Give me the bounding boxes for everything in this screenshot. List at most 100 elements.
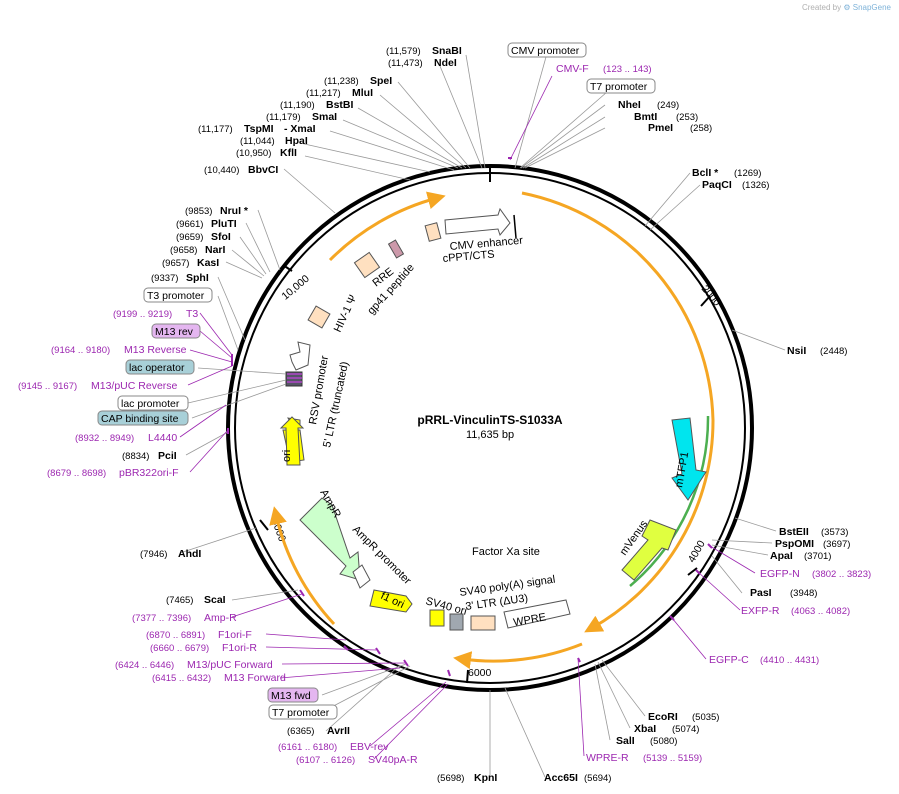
- primer-m13puc-forward: M13/pUC Forward: [187, 659, 273, 671]
- box-t3-promoter: [143, 287, 213, 303]
- enzyme-pos-spei: (11,238): [324, 76, 359, 87]
- enzyme-pos-scai: (7465): [166, 595, 193, 606]
- primer-pos-amp-r: (7377 .. 7396): [132, 613, 191, 624]
- enzyme-pos-pspomi: (3697): [823, 539, 850, 550]
- enzyme-kasi: KasI: [197, 257, 219, 269]
- primer-pos-f1ori-f: (6870 .. 6891): [146, 630, 205, 641]
- plasmid-size: 11,635 bp: [466, 429, 514, 441]
- primer-pos-egfp-n: (3802 .. 3823): [812, 569, 871, 580]
- enzyme-nsii: NsiI: [787, 345, 806, 357]
- cppt-box: [424, 222, 442, 242]
- primer-pos-l4440: (8932 .. 8949): [75, 433, 134, 444]
- primer-l4440: L4440: [148, 432, 177, 444]
- enzyme-hpai: HpaI: [285, 135, 308, 147]
- box-m13-rev: [151, 323, 201, 339]
- box-t7-promoter-top-label: T7 promoter: [590, 81, 648, 93]
- primer-pos-m13-forward: (6415 .. 6432): [152, 673, 211, 684]
- enzyme-pos-kfli: (10,950): [236, 148, 271, 159]
- primer-m13-forward: M13 Forward: [224, 672, 286, 684]
- primer-cmv-f: CMV-F: [556, 63, 589, 75]
- enzyme-ahdi: AhdI: [178, 548, 201, 560]
- box-t3-promoter-label: T3 promoter: [147, 290, 205, 302]
- ampr-promoter: [352, 564, 371, 589]
- ampr-arrow: [299, 497, 361, 581]
- enzyme-pos-ahdi: (7946): [140, 549, 167, 560]
- box-t7-promoter-top: [586, 78, 656, 94]
- enzyme-labels: (11,579) SnaBI (11,473) NdeI (11,238) Sp…: [122, 45, 850, 784]
- enzyme-pasi: PasI: [750, 587, 772, 599]
- enzyme-bmti: BmtI: [634, 111, 657, 123]
- enzyme-pos-pmei: (258): [690, 123, 712, 134]
- box-cmv-promoter: [507, 42, 587, 58]
- enzyme-sphi: SphI: [186, 272, 209, 284]
- enzyme-pos-bstbi: (11,190): [280, 100, 315, 111]
- enzyme-ecori: EcoRI: [648, 711, 678, 723]
- enzyme-avrii: AvrII: [327, 725, 350, 737]
- ori-label: ori: [281, 450, 293, 462]
- enzyme-pos-sali: (5080): [650, 736, 677, 747]
- primer-ticks: [227, 157, 713, 677]
- orange-arcs: [269, 191, 715, 670]
- primer-leader-lines: [179, 75, 756, 760]
- enzyme-bcli: BclI *: [692, 167, 719, 179]
- enzyme-pos-avrii: (6365): [287, 726, 314, 737]
- enzyme-kpni: KpnI: [474, 772, 497, 784]
- box-m13-fwd-label: M13 fwd: [271, 690, 311, 702]
- wpre-label: WPRE: [512, 611, 547, 629]
- f1-ori-arrow: [369, 589, 413, 613]
- enzyme-pos-acc65i: (5694): [584, 773, 611, 784]
- box-lac-operator-label: lac operator: [129, 362, 185, 374]
- enzyme-pos-ndei: (11,473): [388, 58, 423, 69]
- enzyme-pos-pasi: (3948): [790, 588, 817, 599]
- enzyme-apai: ApaI: [770, 550, 793, 562]
- snapgene-credit: Created by ⚙ SnapGene: [802, 3, 891, 12]
- enzyme-pluti: PluTI: [211, 218, 237, 230]
- enzyme-pos-bbvci: (10,440): [204, 165, 239, 176]
- enzyme-nrui: NruI *: [220, 205, 249, 217]
- primer-pos-exfp-r: (4063 .. 4082): [791, 606, 850, 617]
- primer-exfp-r: EXFP-R: [741, 605, 780, 617]
- box-cmv-promoter-label: CMV promoter: [511, 45, 580, 57]
- enzyme-pos-pcii: (8834): [122, 451, 149, 462]
- primer-pos-m13-reverse: (9164 .. 9180): [51, 345, 110, 356]
- tick-marks: [259, 168, 711, 684]
- hiv-psi-box: [307, 305, 331, 329]
- enzyme-sfoi: SfoI: [211, 231, 231, 243]
- feature-shapes: [279, 207, 707, 631]
- enzyme-smai: SmaI: [312, 111, 337, 123]
- primer-ebv-rev: EBV-rev: [350, 741, 389, 753]
- primer-labels: CMV-F (123 .. 143) (9199 .. 9219) T3 (91…: [18, 63, 871, 766]
- cppt-marker: [513, 214, 517, 239]
- tick-6000: 6000: [468, 667, 492, 679]
- enzyme-pos-apai: (3701): [804, 551, 831, 562]
- wpre-box: [503, 599, 571, 629]
- primer-wpre-r: WPRE-R: [586, 752, 629, 764]
- box-cap-site: [97, 410, 189, 426]
- primer-amp-r: Amp-R: [204, 612, 237, 624]
- enzyme-bstbi: BstBI: [326, 99, 354, 111]
- primer-pos-f1ori-r: (6660 .. 6679): [150, 643, 209, 654]
- primer-pos-m13puc-forward: (6424 .. 6446): [115, 660, 174, 671]
- gp41-box: [387, 239, 405, 259]
- box-lac-operator: [125, 359, 195, 375]
- enzyme-bbvci: BbvCI: [248, 164, 278, 176]
- enzyme-scai: ScaI: [204, 594, 226, 606]
- box-m13-fwd: [267, 687, 319, 703]
- plasmid-name: pRRL-VinculinTS-S1033A: [417, 413, 562, 427]
- enzyme-pos-smai: (11,179): [266, 112, 301, 123]
- primer-pos-egfp-c: (4410 .. 4431): [760, 655, 819, 666]
- enzyme-snabi: SnaBI: [432, 45, 462, 57]
- orange-arc-top: [328, 191, 446, 262]
- enzyme-pos-hpai: (11,044): [240, 136, 275, 147]
- rre-box: [353, 251, 381, 279]
- enzyme-nari: NarI: [205, 244, 226, 256]
- boxed-labels: CMV promoter T7 promoter T3 promoter M13…: [97, 42, 656, 720]
- orange-arc-lower-left: [269, 506, 336, 626]
- primer-pos-ebv-rev: (6161 .. 6180): [278, 742, 337, 753]
- enzyme-xmai: - XmaI: [284, 123, 316, 135]
- box-lac-promoter-label: lac promoter: [121, 398, 180, 410]
- factor-xa-label: Factor Xa site: [472, 546, 540, 558]
- primer-m13puc-reverse: M13/pUC Reverse: [91, 380, 178, 392]
- mvenus-arrow: [621, 519, 677, 581]
